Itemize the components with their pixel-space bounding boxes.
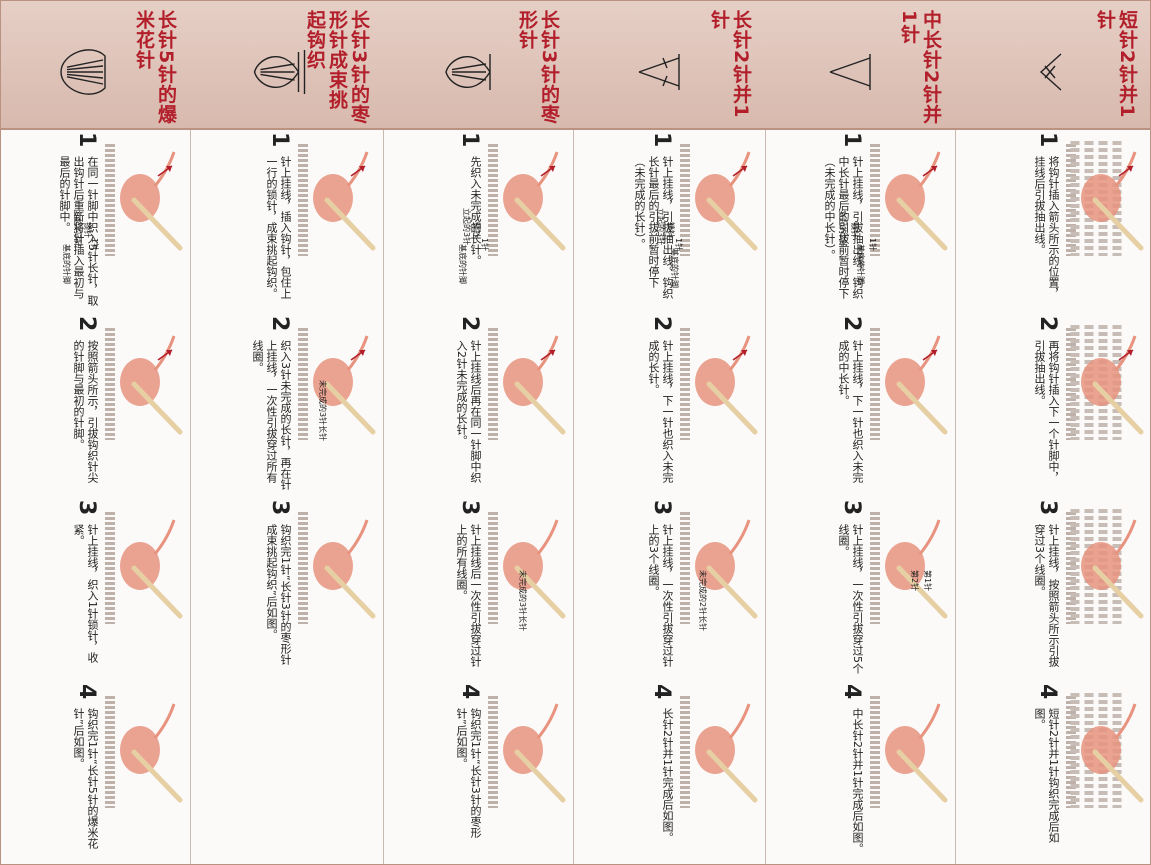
stitch-symbol-icon xyxy=(830,54,870,90)
step-illustration xyxy=(1071,325,1141,440)
step-illustration xyxy=(685,328,755,440)
stitch-symbol-icon xyxy=(61,50,105,94)
illustration-label: 锁针 xyxy=(666,222,676,238)
step-illustration xyxy=(685,144,755,256)
illustration-label: 基底的针脚 xyxy=(856,244,866,284)
step-illustration xyxy=(875,328,945,440)
step-illustration xyxy=(493,512,563,624)
illustration-label: 基底的针脚 xyxy=(62,244,72,284)
illustration-label: 基底的针脚 xyxy=(458,244,468,284)
step-illustration xyxy=(303,328,373,440)
step-illustration xyxy=(110,512,180,624)
illustration-label: 锁针 xyxy=(850,222,860,238)
illustration-label: 1针 xyxy=(868,238,878,251)
step-illustration xyxy=(110,328,180,440)
illustration-label: 未完成的3针长针 xyxy=(518,570,528,631)
step-illustration xyxy=(303,144,373,256)
step-illustration xyxy=(875,696,945,808)
stitch-symbol-icon xyxy=(446,54,490,90)
illustration-label: 立起的3针 xyxy=(656,208,666,245)
step-illustration xyxy=(493,328,563,440)
step-illustration xyxy=(875,144,945,256)
stitch-symbol-icon xyxy=(255,50,305,94)
illustration-label: 1针 xyxy=(480,238,490,251)
step-illustration xyxy=(1071,141,1141,256)
illustration-label: 1针 xyxy=(90,238,100,251)
illustration-label: 第2针 xyxy=(910,570,920,591)
step-illustration xyxy=(1071,693,1141,808)
step-illustration xyxy=(110,144,180,256)
step-illustration xyxy=(493,696,563,808)
illustration-label: 未完成的2针长针 xyxy=(698,570,708,631)
step-illustration xyxy=(1071,509,1141,624)
illustration-label: 第1针 xyxy=(923,570,933,591)
illustration-label: 立起的3针 xyxy=(462,208,472,245)
step-illustration xyxy=(685,696,755,808)
illustration-label: 未完成的3针长针 xyxy=(318,380,328,441)
stitch-symbol-icon xyxy=(639,54,679,90)
illustration-label: 基底的针脚 xyxy=(670,248,680,288)
step-illustration xyxy=(110,696,180,808)
step-illustration xyxy=(493,144,563,256)
step-illustration xyxy=(685,512,755,624)
illustration-label: 锁针 xyxy=(83,222,93,238)
illustration-label: 立起的3针 xyxy=(73,210,83,247)
illustration-label: 立起的2针 xyxy=(838,210,848,247)
step-illustration xyxy=(875,512,945,624)
step-illustration xyxy=(303,512,373,624)
illustration-label: 锁针 xyxy=(472,222,482,238)
stitch-symbol-icon xyxy=(1041,54,1061,90)
